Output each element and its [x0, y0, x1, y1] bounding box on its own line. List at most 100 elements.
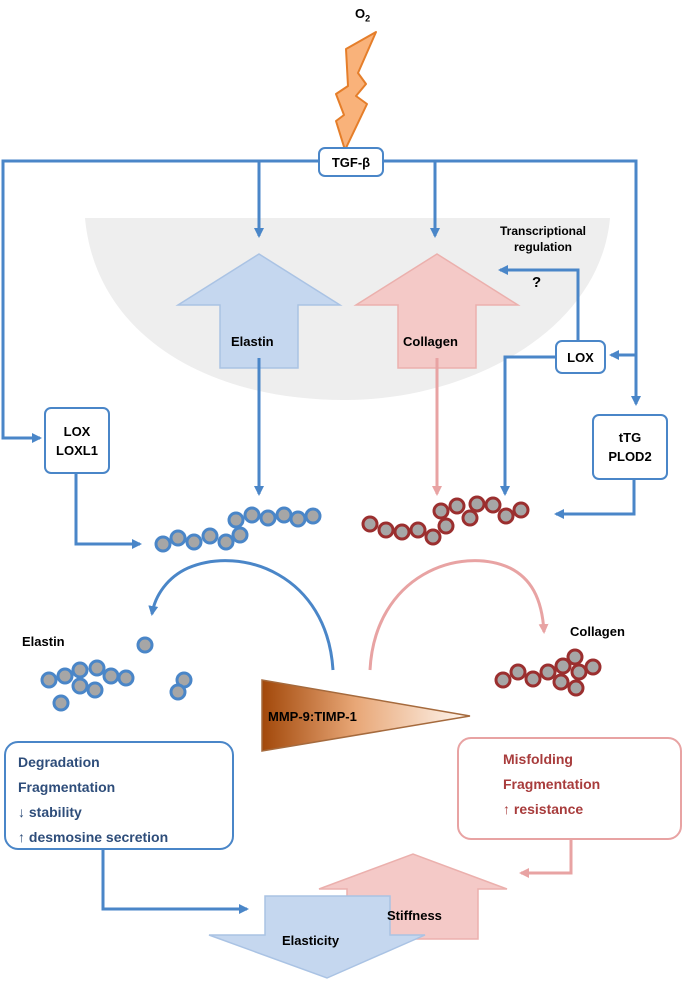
bead	[136, 636, 154, 654]
bead	[71, 677, 89, 695]
bead	[56, 667, 74, 685]
elasticity-label: Elasticity	[282, 933, 340, 948]
stability-line: ↓ stability	[18, 804, 82, 820]
ttg-plod2-to-collagen-fibre-line	[554, 480, 636, 519]
collagen-fibre	[361, 495, 530, 546]
elastin-fragments-label: Elastin	[22, 634, 65, 649]
bead	[494, 671, 512, 689]
collagen-fragments	[494, 648, 602, 697]
bead	[361, 515, 379, 533]
bead	[570, 663, 588, 681]
ttg-plod2-box: tTG PLOD2	[592, 414, 668, 480]
lox-box: LOX	[555, 340, 606, 374]
elastin-effects-to-elasticity-line	[101, 850, 249, 914]
bead	[102, 667, 120, 685]
bead	[185, 533, 203, 551]
bead	[231, 526, 249, 544]
lightning-bolt-icon	[335, 31, 377, 151]
bead	[424, 528, 442, 546]
bead	[539, 663, 557, 681]
bead	[409, 521, 427, 539]
collagen-arrow-label: Collagen	[403, 334, 458, 349]
bead	[566, 648, 584, 666]
bead	[289, 510, 307, 528]
bead	[227, 511, 245, 529]
regulation-line: regulation	[513, 240, 572, 254]
collagen-effects-to-stiffness-line	[519, 840, 573, 878]
bead	[484, 496, 502, 514]
oxygen-symbol: O	[355, 6, 366, 21]
bead	[524, 670, 542, 688]
elastin-effects-box: Degradation Fragmentation ↓ stability ↑ …	[4, 741, 234, 850]
loxl1-line: LOXL1	[56, 442, 98, 458]
bead	[71, 661, 89, 679]
mmp-timp-label: MMP-9:TIMP-1	[268, 709, 357, 724]
oxygen-label: O2	[355, 6, 370, 24]
bead	[448, 497, 466, 515]
bead	[497, 507, 515, 525]
bead	[468, 495, 486, 513]
desmosine-line: ↑ desmosine secretion	[18, 829, 169, 845]
bead	[432, 502, 450, 520]
oxygen-subscript: 2	[365, 13, 371, 24]
bead	[584, 658, 602, 676]
bead	[552, 673, 570, 691]
plod2-line: PLOD2	[608, 449, 652, 464]
collagen-effects-box: Misfolding Fragmentation ↑ resistance	[457, 737, 682, 840]
bead	[275, 506, 293, 524]
elastin-degradation-arrow	[148, 559, 335, 671]
bead	[259, 509, 277, 527]
lox-to-regulation-line	[498, 265, 580, 340]
lox-to-collagen-fibre-line	[500, 355, 555, 496]
tgf-to-lox-loxl1-line	[1, 159, 318, 443]
bead	[509, 663, 527, 681]
lox-loxl1-to-elastin-fibre-line	[74, 474, 142, 549]
elastin-arrow-label: Elastin	[231, 334, 274, 349]
bead	[86, 681, 104, 699]
bead	[554, 657, 572, 675]
stiffness-label: Stiffness	[387, 908, 442, 923]
lox-label: LOX	[567, 349, 594, 365]
fragmentation-line: Fragmentation	[503, 776, 601, 792]
bead	[304, 507, 322, 525]
bead	[567, 679, 585, 697]
lox-loxl1-box: LOX LOXL1	[44, 407, 110, 474]
bead	[377, 521, 395, 539]
misfolding-line: Misfolding	[503, 751, 573, 767]
collagen-degradation-arrow	[368, 559, 549, 671]
bead	[461, 509, 479, 527]
bead	[243, 506, 261, 524]
mmp-timp-ratio-wedge	[261, 679, 471, 752]
bead	[437, 517, 455, 535]
bead	[512, 501, 530, 519]
fragmentation-line: Fragmentation	[18, 779, 116, 795]
elastin-fibre	[154, 506, 322, 553]
degradation-line: Degradation	[18, 754, 100, 770]
lox-line: LOX	[63, 423, 91, 439]
tgf-to-ttg-line	[384, 159, 641, 406]
elasticity-down-arrow	[208, 895, 426, 979]
bead	[393, 523, 411, 541]
transcriptional-regulation-label: Transcriptional regulation	[478, 223, 608, 255]
bead	[88, 659, 106, 677]
tgf-beta-box: TGF-β	[318, 147, 384, 177]
bead	[40, 671, 58, 689]
ttg-line: tTG	[618, 430, 642, 445]
elastin-fragments	[40, 636, 193, 712]
collagen-upregulation-arrow	[353, 253, 521, 369]
collagen-fragments-label: Collagen	[570, 624, 625, 639]
transcription-region	[85, 218, 610, 400]
bead	[117, 669, 135, 687]
bead	[169, 683, 187, 701]
elastin-upregulation-arrow	[175, 253, 343, 369]
bead	[52, 694, 70, 712]
bead	[169, 529, 187, 547]
transcriptional-line: Transcriptional	[499, 224, 587, 238]
bead	[217, 533, 235, 551]
question-mark: ?	[532, 274, 542, 291]
resistance-line: ↑ resistance	[503, 801, 584, 817]
tgf-beta-label: TGF-β	[331, 154, 371, 170]
bead	[154, 535, 172, 553]
bead	[201, 527, 219, 545]
